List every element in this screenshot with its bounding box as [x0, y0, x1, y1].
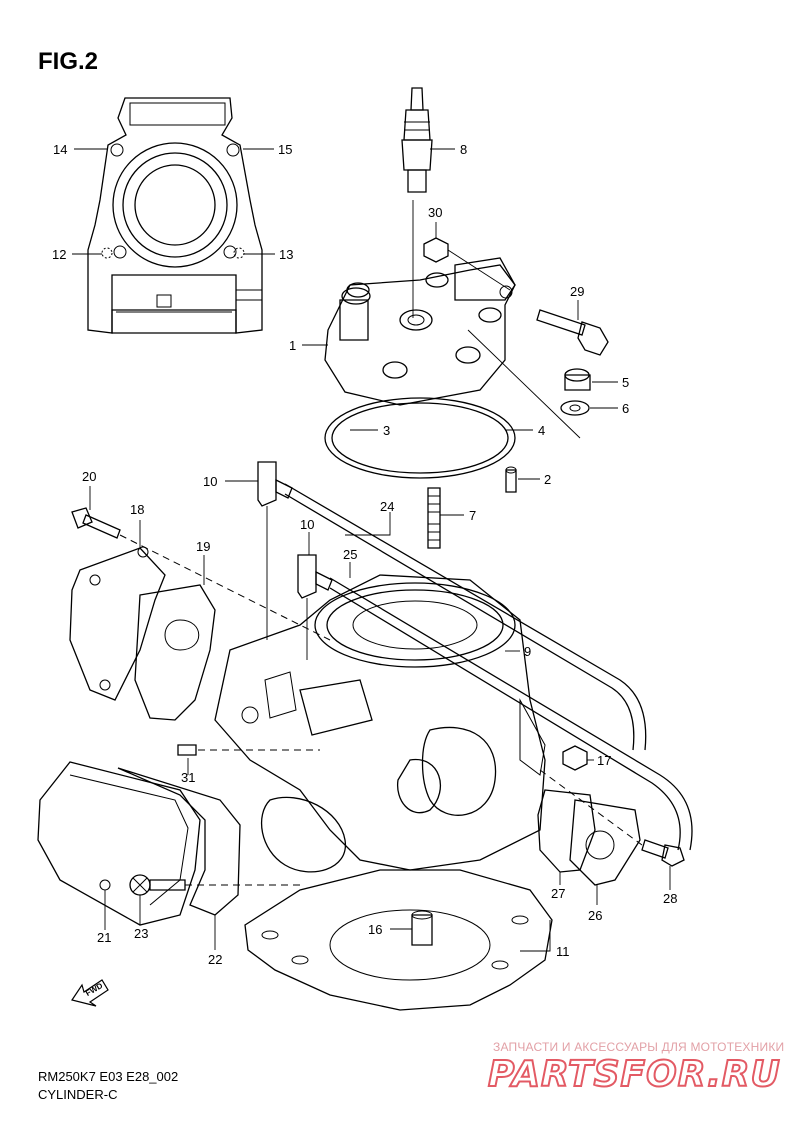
base-gasket-drawing	[244, 869, 553, 1011]
callout-1: 1	[289, 338, 297, 353]
port-cover-26	[569, 799, 641, 886]
callout-24: 24	[380, 499, 395, 514]
hose-fitting-lower	[297, 554, 333, 599]
cylinder-body-drawing	[214, 574, 546, 873]
forward-arrow-icon	[71, 979, 109, 1007]
callout-14: 14	[53, 142, 68, 157]
callout-20: 20	[82, 469, 97, 484]
callout-4: 4	[538, 423, 546, 438]
nut-17-drawing	[562, 745, 588, 771]
bolt-29-drawing	[536, 309, 609, 356]
callout-15: 15	[278, 142, 293, 157]
hose-fitting-upper	[257, 461, 293, 507]
bolt-axis-dashes	[119, 534, 331, 641]
callout-25: 25	[343, 547, 358, 562]
callout-17: 17	[597, 753, 612, 768]
model-caption: RM250K7 E03 E28_002	[38, 1069, 179, 1084]
callout-10-upper: 10	[203, 474, 218, 489]
screw-23-drawing	[129, 874, 186, 896]
dowel-16-drawing	[411, 910, 433, 946]
callout-13: 13	[279, 247, 294, 262]
nut-axis-line	[447, 249, 511, 291]
callout-7: 7	[469, 508, 477, 523]
cylinder-head-drawing	[324, 257, 516, 406]
callout-2: 2	[544, 472, 552, 487]
breather-hose-24	[284, 483, 647, 751]
stud-axis-line	[467, 329, 581, 439]
plug-31-drawing	[177, 744, 197, 756]
dowel-pin-drawing	[505, 466, 517, 493]
callout-11: 11	[556, 944, 570, 959]
callout-29: 29	[570, 284, 585, 299]
callout-18: 18	[130, 502, 145, 517]
callout-27: 27	[551, 886, 566, 901]
callout-31: 31	[181, 770, 196, 785]
watermark-brand: PARTSFOR.RU	[487, 1053, 781, 1096]
valve-cover-gasket-19	[134, 584, 216, 721]
washer-drawing	[560, 400, 590, 416]
cylinder-top-view	[87, 97, 263, 334]
callout-22: 22	[208, 952, 223, 967]
valve-cover-18	[69, 546, 166, 701]
figure-title: FIG.2	[38, 48, 99, 75]
port-cover-gasket-27	[537, 789, 596, 873]
stud-bolt-drawing	[427, 487, 441, 549]
callout-21: 21	[97, 930, 112, 945]
callout-30: 30	[428, 205, 443, 220]
callout-6: 6	[622, 401, 630, 416]
watermark-tagline: ЗАПЧАСТИ И АКСЕССУАРЫ ДЛЯ МОТОТЕХНИКИ	[493, 1040, 785, 1054]
head-gasket-rings	[324, 397, 516, 479]
callout-19: 19	[196, 539, 211, 554]
callout-10-lower: 10	[300, 517, 315, 532]
leader-lines	[72, 148, 671, 952]
callout-8: 8	[460, 142, 468, 157]
callout-23: 23	[134, 926, 149, 941]
breather-hose-25	[329, 577, 693, 851]
callout-5: 5	[622, 375, 630, 390]
section-caption: CYLINDER-C	[38, 1087, 118, 1102]
nut-30-drawing	[423, 237, 449, 263]
callout-12: 12	[52, 247, 67, 262]
side-cover-gasket-22	[117, 767, 241, 916]
spark-plug-drawing	[401, 87, 433, 193]
bolt-20-drawing	[71, 507, 121, 539]
callout-9: 9	[524, 644, 532, 659]
callout-16: 16	[368, 922, 383, 937]
callout-3: 3	[383, 423, 391, 438]
callout-28: 28	[663, 891, 678, 906]
bolt-28-drawing	[641, 839, 685, 867]
bolt-axis-dashes	[539, 769, 643, 846]
cap-nut-drawing	[564, 368, 591, 391]
callout-26: 26	[588, 908, 603, 923]
